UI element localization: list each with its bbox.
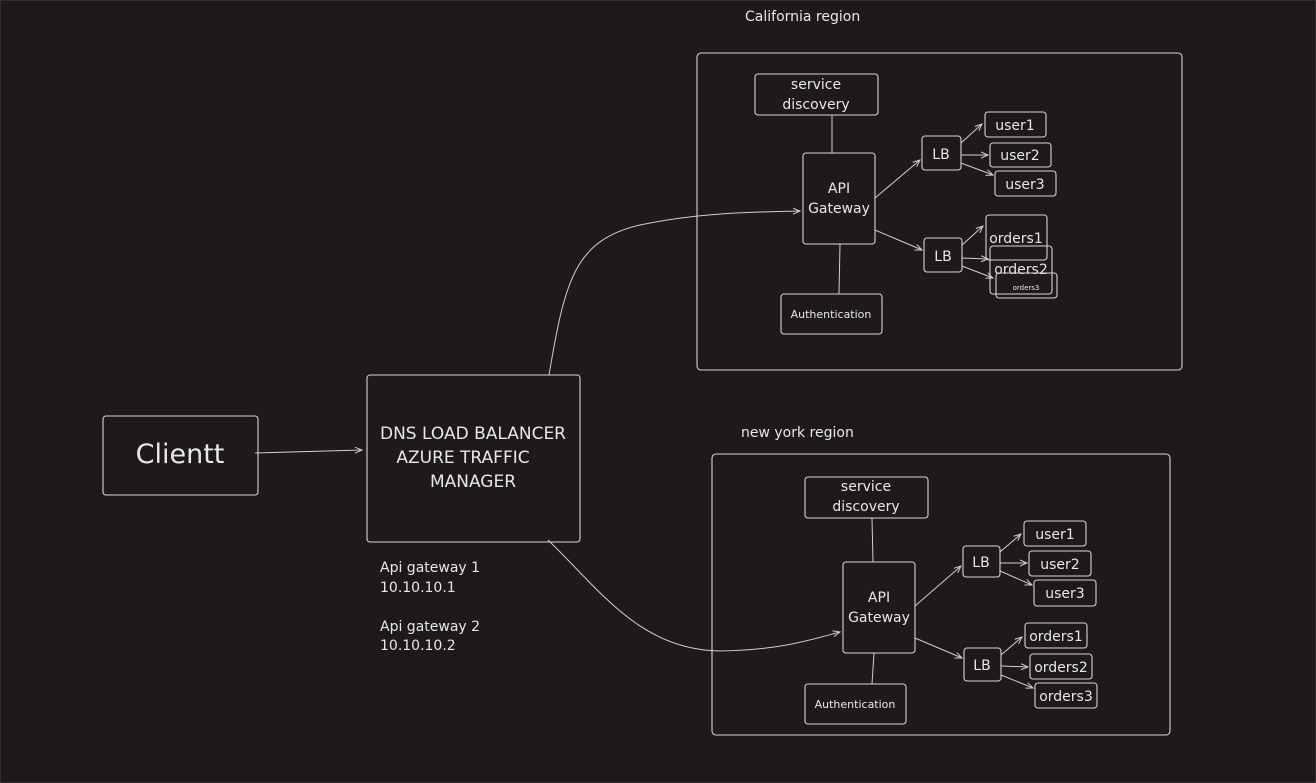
label: service	[841, 479, 891, 495]
california-authentication[interactable]: Authentication	[780, 293, 883, 335]
arrow	[961, 265, 993, 278]
newyork-user2[interactable]: user2	[1028, 550, 1092, 577]
note-ip-1: 10.10.10.1	[380, 580, 456, 596]
newyork-user3[interactable]: user3	[1033, 579, 1097, 607]
label: user2	[1040, 557, 1079, 573]
arrow	[1000, 666, 1028, 667]
label: orders1	[1029, 629, 1083, 645]
arrow	[960, 124, 982, 144]
california-lb-orders[interactable]: LB	[923, 237, 963, 273]
label: API	[868, 590, 890, 606]
label: discovery	[782, 97, 849, 113]
arrow	[874, 229, 922, 250]
label: LB	[932, 147, 949, 163]
newyork-orders3[interactable]: orders3	[1034, 682, 1098, 709]
newyork-lb-users[interactable]: LB	[962, 545, 1001, 578]
label: LB	[972, 555, 989, 571]
newyork-authentication[interactable]: Authentication	[804, 683, 907, 725]
label: orders1	[989, 231, 1043, 247]
label: orders2	[1034, 660, 1088, 676]
california-orders2[interactable]: orders2	[989, 245, 1053, 295]
newyork-api-gateway[interactable]: API Gateway	[842, 561, 916, 654]
dns-to-california-connector	[548, 211, 800, 376]
newyork-service-discovery[interactable]: service discovery	[804, 476, 929, 519]
california-user3[interactable]: user3	[994, 170, 1057, 197]
california-user1[interactable]: user1	[984, 111, 1047, 138]
connector	[838, 243, 841, 295]
label: LB	[934, 249, 951, 265]
label: discovery	[832, 499, 899, 515]
label: user3	[1045, 586, 1084, 602]
arrow	[874, 160, 920, 199]
california-user2[interactable]: user2	[989, 142, 1052, 168]
connector	[871, 517, 874, 563]
dns-line-3: MANAGER	[430, 472, 516, 492]
california-orders1[interactable]: orders1	[985, 214, 1048, 261]
arrow	[999, 534, 1021, 553]
label: LB	[973, 658, 990, 674]
california-region-title: California region	[745, 9, 860, 25]
note-ip-2: 10.10.10.2	[380, 638, 456, 654]
arrow	[914, 637, 962, 658]
newyork-orders2[interactable]: orders2	[1029, 653, 1093, 680]
label: user3	[1005, 177, 1044, 193]
arrow	[961, 258, 988, 259]
dns-line-1: DNS LOAD BALANCER	[380, 424, 566, 444]
california-service-discovery[interactable]: service discovery	[754, 73, 879, 116]
client-to-dns-arrow	[254, 450, 362, 453]
client-label: Clientt	[136, 439, 225, 470]
label: Gateway	[848, 610, 910, 626]
connector	[871, 652, 875, 685]
arrow	[1000, 674, 1033, 688]
client-node[interactable]: Clientt	[102, 415, 259, 496]
note-gateway-1: Api gateway 1	[380, 560, 480, 576]
newyork-orders1[interactable]: orders1	[1024, 622, 1088, 649]
california-region-frame	[696, 52, 1183, 371]
dns-line-2: AZURE TRAFFIC	[396, 448, 529, 468]
arrow	[999, 570, 1032, 585]
newyork-user1[interactable]: user1	[1023, 520, 1087, 547]
california-lb-users[interactable]: LB	[921, 135, 962, 171]
label: API	[828, 181, 850, 197]
label: user1	[1035, 527, 1074, 543]
arrow	[960, 162, 993, 175]
label: orders3	[1039, 689, 1093, 705]
label: orders3	[1013, 284, 1040, 292]
label: Gateway	[808, 201, 870, 217]
newyork-region-frame	[711, 453, 1171, 736]
california-api-gateway[interactable]: API Gateway	[802, 152, 876, 245]
dns-load-balancer-node[interactable]: DNS LOAD BALANCER AZURE TRAFFIC MANAGER	[366, 374, 581, 543]
california-orders3[interactable]: orders3	[995, 272, 1058, 299]
label: user2	[1000, 148, 1039, 164]
label: orders2	[994, 262, 1048, 278]
arrow	[914, 566, 961, 607]
label: Authentication	[791, 308, 872, 321]
note-gateway-2: Api gateway 2	[380, 619, 480, 635]
newyork-lb-orders[interactable]: LB	[963, 647, 1002, 682]
arrow	[961, 226, 983, 246]
label: user1	[995, 118, 1034, 134]
label: Authentication	[815, 698, 896, 711]
label: service	[791, 77, 841, 93]
arrow	[1000, 637, 1022, 656]
newyork-region-title: new york region	[741, 425, 854, 441]
